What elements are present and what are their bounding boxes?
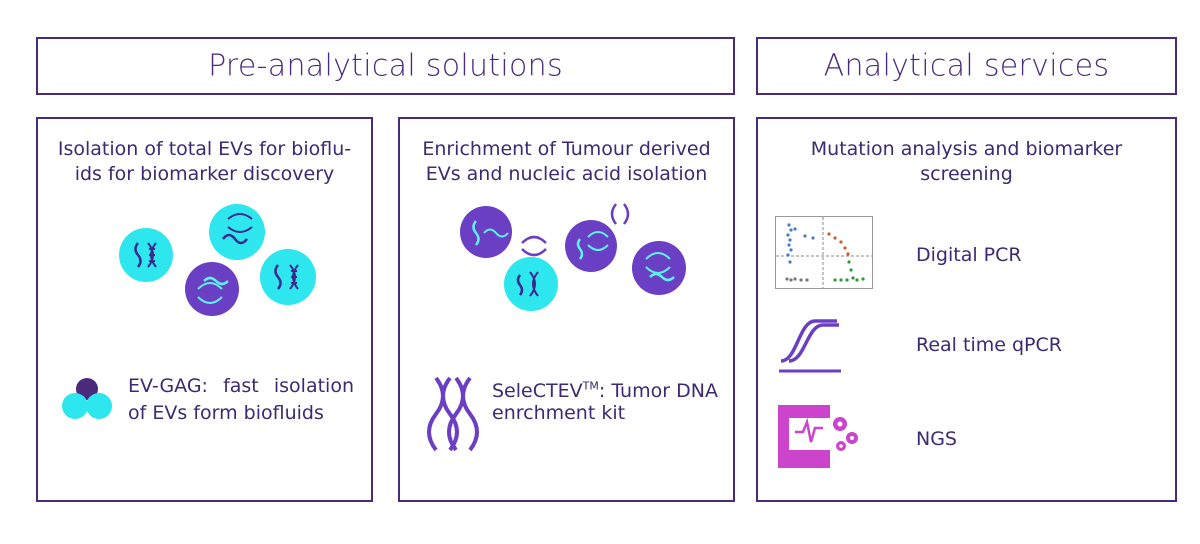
selectev-product-name: SeleCTEVTM: Tumor DNA xyxy=(492,380,718,403)
free-dna-1 xyxy=(521,235,547,257)
tumour-ev-vesicles-icon xyxy=(460,203,686,311)
panel3-title-line2: screening xyxy=(920,163,1013,185)
selectev-line2: enrchment kit xyxy=(492,402,626,424)
service-digital-pcr: Digital PCR xyxy=(916,244,1022,266)
ev-vesicle-purple-2 xyxy=(565,220,617,272)
ev-vesicle-purple-3 xyxy=(632,241,686,295)
total-ev-vesicles-icon xyxy=(119,204,316,316)
panel1-title-line2: ids for biomarker discovery xyxy=(74,163,335,185)
scatter-plot-icon xyxy=(775,216,873,289)
pre-analytical-header: Pre-analytical solutions xyxy=(36,37,735,95)
panel3-title-line1: Mutation analysis and biomarker xyxy=(810,138,1123,160)
panel2-title-line1: Enrichment of Tumour derived xyxy=(422,138,711,160)
pre-analytical-title: Pre-analytical solutions xyxy=(208,48,563,84)
panel-mutation-analysis: Mutation analysis and biomarker screenin… xyxy=(756,117,1177,502)
service-realtime-qpcr: Real time qPCR xyxy=(916,334,1062,356)
panel-total-ev-isolation: Isolation of total EVs for bioflu- ids f… xyxy=(36,117,373,502)
ev-gag-line2: of EVs form biofluids xyxy=(128,402,324,424)
ev-gag-beads-icon xyxy=(62,378,112,419)
analytical-header: Analytical services xyxy=(756,37,1177,95)
dna-helix-icon xyxy=(427,376,479,452)
ev-vesicle-cyan-2 xyxy=(209,204,265,260)
panel-tumour-ev-enrichment: Enrichment of Tumour derived EVs and nuc… xyxy=(398,117,735,502)
ev-vesicle-purple-1 xyxy=(460,206,512,258)
ev-vesicle-cyan-1 xyxy=(119,228,173,282)
sequencer-icon xyxy=(778,405,858,468)
service-ngs: NGS xyxy=(916,428,957,450)
selectev-line1: SeleCTEVTM: Tumor DNA xyxy=(492,373,718,405)
analytical-title: Analytical services xyxy=(823,48,1110,84)
ev-gag-product-name: EV-GAG: xyxy=(128,375,208,397)
free-dna-2 xyxy=(610,203,630,225)
ev-gag-line1: EV-GAG: fast isolation xyxy=(128,375,354,397)
panel2-title-line2: EVs and nucleic acid isolation xyxy=(425,163,708,185)
ev-vesicle-cyan xyxy=(504,257,558,311)
amplification-curve-icon xyxy=(779,319,841,373)
ev-vesicle-cyan-3 xyxy=(260,249,316,305)
ev-vesicle-purple xyxy=(185,262,239,316)
panel1-title-line1: Isolation of total EVs for bioflu- xyxy=(57,138,352,160)
